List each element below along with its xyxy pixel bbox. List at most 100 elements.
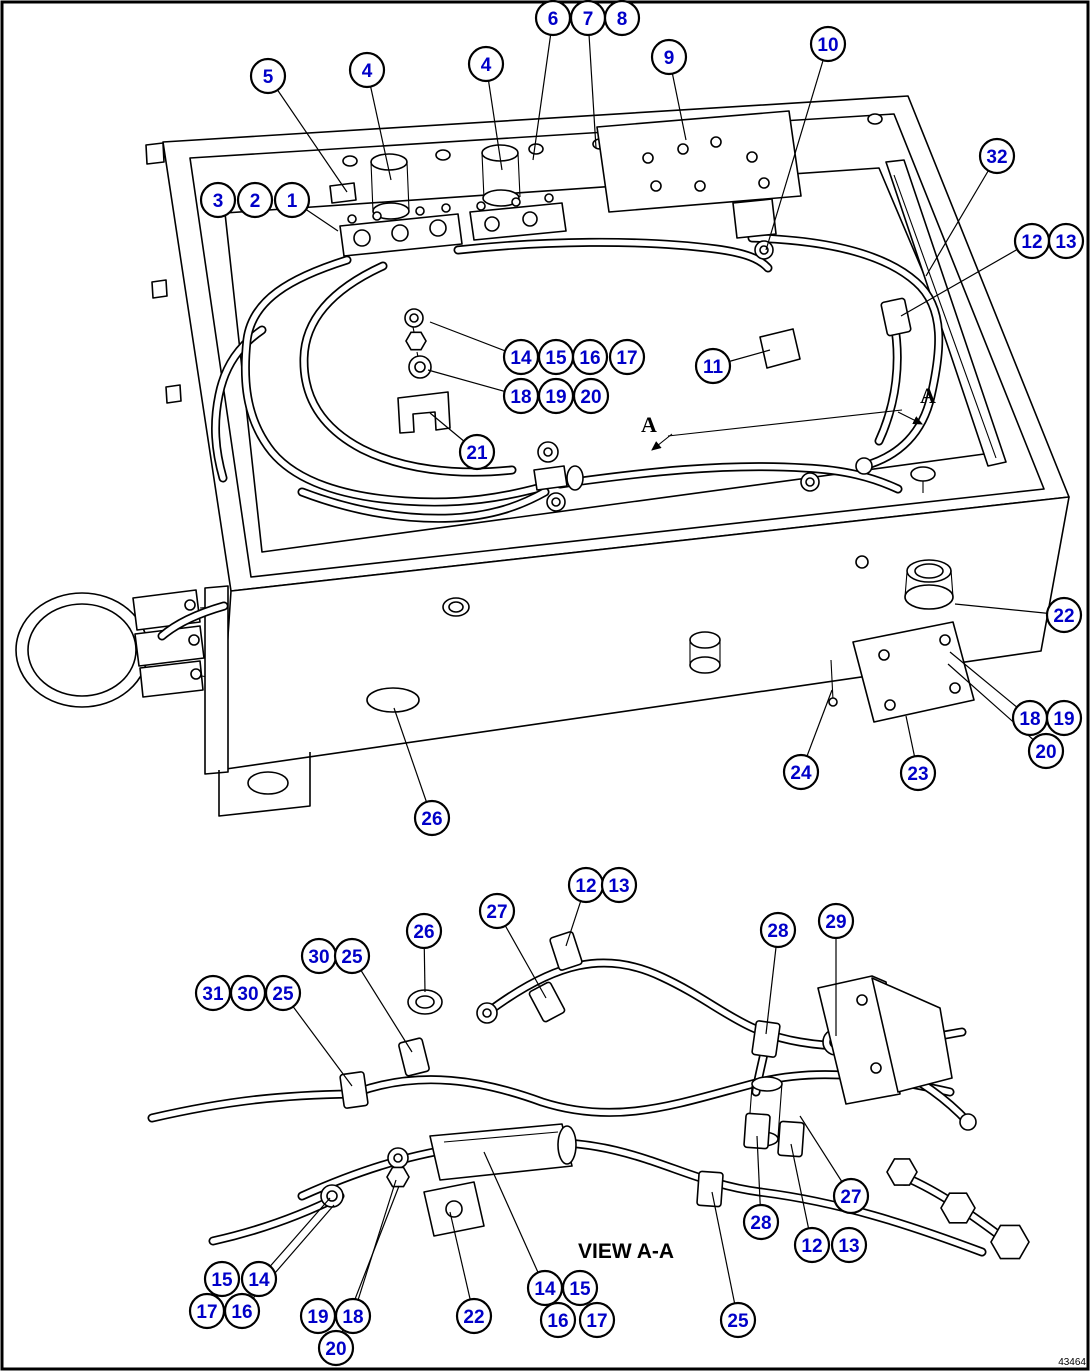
callout-14: 14 (502, 338, 540, 376)
callout-13: 13 (600, 866, 638, 904)
callout-16: 16 (223, 1292, 261, 1330)
svg-text:1: 1 (287, 191, 298, 212)
svg-text:19: 19 (545, 387, 566, 408)
svg-text:14: 14 (248, 1270, 270, 1291)
callout-12: 12 (793, 1226, 831, 1264)
svg-text:2: 2 (250, 191, 261, 212)
callout-19: 19 (299, 1297, 337, 1335)
callout-24: 24 (782, 753, 820, 791)
svg-text:30: 30 (237, 984, 258, 1005)
callout-leader-line (282, 992, 353, 1087)
svg-text:16: 16 (231, 1302, 252, 1323)
svg-text:11: 11 (703, 357, 724, 378)
svg-text:15: 15 (545, 348, 567, 369)
svg-text:16: 16 (579, 348, 600, 369)
main-assembly-art (15, 95, 1070, 817)
callout-28: 28 (759, 911, 797, 949)
front-oval-hole (366, 687, 420, 713)
svg-text:27: 27 (840, 1187, 861, 1208)
section-label-a-left: A (641, 412, 657, 437)
svg-text:19: 19 (307, 1307, 328, 1328)
callout-leader-line (765, 43, 829, 251)
svg-text:13: 13 (838, 1236, 859, 1257)
svg-text:23: 23 (907, 764, 928, 785)
callout-1: 1 (273, 181, 311, 219)
callout-7: 7 (569, 0, 607, 37)
callout-15: 15 (561, 1269, 599, 1307)
svg-text:14: 14 (510, 348, 532, 369)
callout-15: 15 (203, 1260, 241, 1298)
svg-text:7: 7 (583, 9, 594, 30)
callout-4: 4 (467, 45, 505, 83)
callout-17: 17 (578, 1301, 616, 1339)
svg-text:12: 12 (575, 876, 596, 897)
svg-text:32: 32 (986, 147, 1007, 168)
svg-text:24: 24 (790, 763, 812, 784)
callout-4: 4 (348, 51, 386, 89)
svg-text:6: 6 (548, 9, 559, 30)
callout-32: 32 (978, 137, 1016, 175)
callout-leader-line (947, 663, 1047, 752)
svg-text:9: 9 (664, 48, 675, 69)
svg-text:19: 19 (1053, 709, 1074, 730)
svg-text:8: 8 (617, 9, 628, 30)
svg-text:15: 15 (211, 1270, 233, 1291)
svg-text:17: 17 (586, 1311, 607, 1332)
callout-21: 21 (458, 433, 496, 471)
hose-clamp-ring (15, 592, 149, 708)
svg-text:28: 28 (750, 1213, 771, 1234)
svg-text:17: 17 (196, 1302, 217, 1323)
svg-text:13: 13 (608, 876, 629, 897)
callout-22: 22 (1045, 596, 1083, 634)
svg-text:12: 12 (801, 1236, 822, 1257)
callout-18: 18 (1011, 699, 1049, 737)
svg-text:20: 20 (325, 1339, 346, 1360)
svg-text:21: 21 (466, 443, 488, 464)
callout-26: 26 (413, 799, 451, 837)
svg-text:18: 18 (342, 1307, 363, 1328)
callout-leader-line (532, 17, 554, 161)
svg-text:29: 29 (825, 912, 846, 933)
section-arrow-right (897, 411, 923, 425)
callout-28: 28 (742, 1203, 780, 1241)
callout-15: 15 (537, 338, 575, 376)
svg-text:4: 4 (481, 55, 492, 76)
callout-12: 12 (1013, 222, 1051, 260)
callout-25: 25 (719, 1301, 757, 1339)
svg-text:10: 10 (817, 35, 838, 56)
callout-leader-line (366, 69, 392, 181)
svg-text:4: 4 (362, 61, 373, 82)
callout-leader-line (393, 707, 433, 819)
callout-leader-line (483, 1151, 546, 1289)
callout-leader-line (587, 17, 597, 149)
callout-31: 31 (194, 974, 232, 1012)
callout-leader-line (900, 240, 1033, 317)
svg-text:27: 27 (486, 902, 507, 923)
svg-text:25: 25 (272, 984, 294, 1005)
callout-3: 3 (199, 181, 237, 219)
callout-29: 29 (817, 902, 855, 940)
callout-20: 20 (317, 1329, 355, 1367)
callout-leader-line (351, 955, 413, 1053)
svg-text:15: 15 (569, 1279, 591, 1300)
callout-14: 14 (526, 1269, 564, 1307)
callout-17: 17 (608, 338, 646, 376)
svg-text:5: 5 (263, 67, 274, 88)
callout-27: 27 (478, 892, 516, 930)
callout-leader-line (267, 75, 348, 193)
callout-19: 19 (1045, 699, 1083, 737)
section-line (667, 409, 903, 437)
callout-18: 18 (502, 377, 540, 415)
svg-text:31: 31 (202, 984, 224, 1005)
callout-23: 23 (899, 754, 937, 792)
callout-leaders (241, 17, 1065, 1349)
callout-10: 10 (809, 25, 847, 63)
svg-text:18: 18 (1019, 709, 1040, 730)
callout-25: 25 (333, 937, 371, 975)
callout-8: 8 (603, 0, 641, 37)
svg-text:3: 3 (213, 191, 224, 212)
svg-text:22: 22 (463, 1307, 484, 1328)
